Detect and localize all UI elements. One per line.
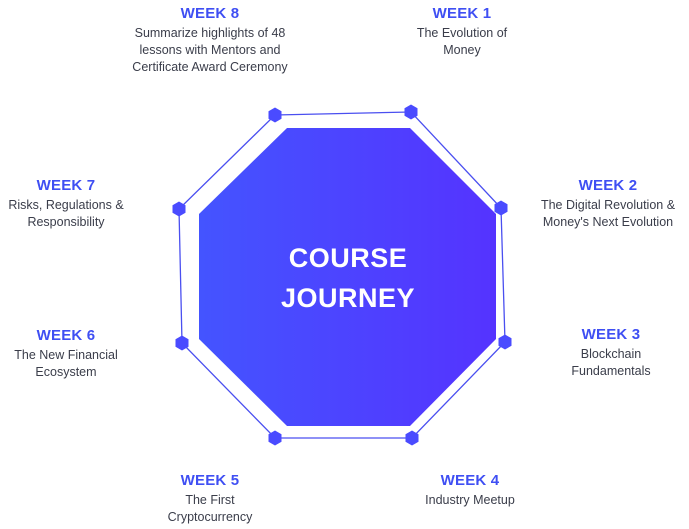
hexagon-node-icon [494, 200, 508, 216]
inner-octagon [199, 128, 496, 426]
week-4-desc-line: Industry Meetup [425, 493, 515, 507]
week-4-block: WEEK 4 Industry Meetup [390, 472, 550, 509]
hexagon-node-icon [172, 201, 186, 217]
week-6-description: The New Financial Ecosystem [0, 347, 146, 381]
week-2-description: The Digital Revolution & Money's Next Ev… [518, 197, 689, 231]
week-2-desc-line: Money's Next Evolution [542, 215, 674, 229]
week-1-desc-line: The Evolution of [416, 26, 508, 40]
week-3-desc-line: Fundamentals [571, 364, 651, 378]
week-5-desc-line: The First [185, 493, 235, 507]
week-2-title: WEEK 2 [578, 177, 638, 194]
center-title-line-1: COURSE [288, 243, 408, 273]
hexagon-node-icon [175, 335, 189, 351]
week-1-description: The Evolution of Money [362, 25, 562, 59]
week-nodes [172, 104, 512, 446]
week-4-title: WEEK 4 [440, 472, 500, 489]
week-5-title: WEEK 5 [180, 472, 240, 489]
week-6-desc-line: The New Financial [14, 348, 118, 362]
week-8-desc-line: lessons with Mentors and [139, 43, 281, 57]
week-7-block: WEEK 7 Risks, Regulations & Responsibili… [0, 177, 146, 231]
center-title: COURSE JOURNEY [220, 238, 476, 318]
hexagon-node-icon [405, 430, 419, 446]
week-3-desc-line: Blockchain [580, 347, 642, 361]
week-6-block: WEEK 6 The New Financial Ecosystem [0, 327, 146, 381]
week-8-block: WEEK 8 Summarize highlights of 48 lesson… [100, 5, 320, 76]
center-title-line-2: JOURNEY [280, 283, 416, 313]
week-8-title: WEEK 8 [180, 5, 240, 22]
hexagon-node-icon [268, 107, 282, 123]
week-6-title: WEEK 6 [36, 327, 96, 344]
week-8-description: Summarize highlights of 48 lessons with … [100, 25, 320, 76]
week-2-desc-line: The Digital Revolution & [540, 198, 676, 212]
week-5-desc-line: Cryptocurrency [167, 510, 253, 524]
week-3-title: WEEK 3 [581, 326, 641, 343]
week-8-desc-line: Summarize highlights of 48 [134, 26, 286, 40]
week-3-description: Blockchain Fundamentals [531, 346, 689, 380]
week-7-title: WEEK 7 [36, 177, 96, 194]
week-7-description: Risks, Regulations & Responsibility [0, 197, 146, 231]
week-1-title: WEEK 1 [432, 5, 492, 22]
hexagon-node-icon [268, 430, 282, 446]
week-7-desc-line: Responsibility [27, 215, 105, 229]
week-2-block: WEEK 2 The Digital Revolution & Money's … [518, 177, 689, 231]
week-4-description: Industry Meetup [390, 492, 550, 509]
week-7-desc-line: Risks, Regulations & [8, 198, 124, 212]
hexagon-node-icon [498, 334, 512, 350]
week-3-block: WEEK 3 Blockchain Fundamentals [531, 326, 689, 380]
week-5-block: WEEK 5 The First Cryptocurrency [130, 472, 290, 526]
week-6-desc-line: Ecosystem [35, 365, 97, 379]
week-8-desc-line: Certificate Award Ceremony [132, 60, 288, 74]
week-1-block: WEEK 1 The Evolution of Money [362, 5, 562, 59]
week-5-description: The First Cryptocurrency [130, 492, 290, 526]
week-1-desc-line: Money [443, 43, 481, 57]
hexagon-node-icon [404, 104, 418, 120]
